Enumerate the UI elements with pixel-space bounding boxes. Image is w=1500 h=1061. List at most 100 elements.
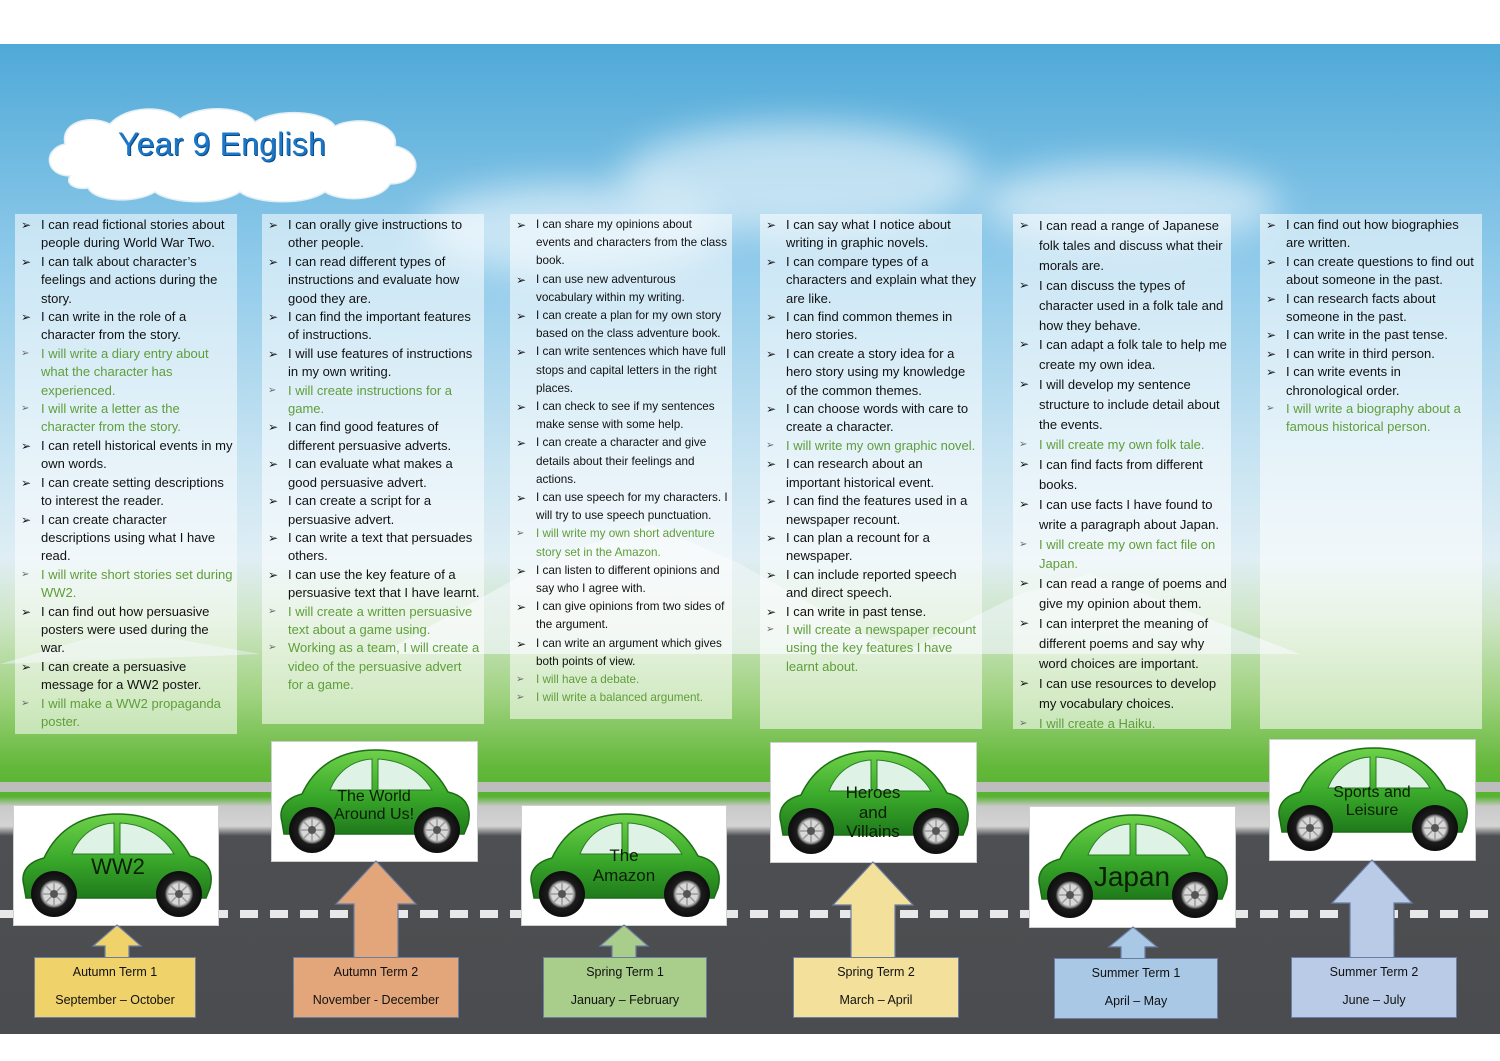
objective-item: I can choose words with care to create a…: [766, 400, 978, 437]
term-box: Autumn Term 2 November - December: [293, 957, 459, 1018]
column-summer-2: I can find out how biographies are writt…: [1260, 214, 1482, 729]
objective-item: I can read different types of instructio…: [268, 253, 480, 308]
objective-item: I can create a script for a persuasive a…: [268, 492, 480, 529]
outcome-item: I will make a WW2 propaganda poster.: [21, 695, 233, 732]
objective-item: I can orally give instructions to other …: [268, 216, 480, 253]
objective-item: I can listen to different opinions and s…: [516, 562, 728, 598]
outcome-item: Working as a team, I will create a video…: [268, 639, 480, 694]
topic-label: Japan: [1093, 861, 1171, 892]
objective-item: I can write events in chronological orde…: [1266, 363, 1478, 400]
objectives-list: I can read fictional stories about peopl…: [21, 216, 233, 731]
objective-item: I can write in third person.: [1266, 345, 1478, 364]
objective-item: I can compare types of a characters and …: [766, 253, 978, 308]
up-arrow-icon: [1107, 926, 1159, 964]
page-title: Year 9 English: [118, 126, 326, 162]
outcome-item: I will write a diary entry about what th…: [21, 345, 233, 400]
topic-label: The Amazon: [592, 846, 656, 885]
term-months: April – May: [1104, 994, 1168, 1008]
objective-item: I can create questions to find out about…: [1266, 253, 1478, 290]
term-months: November - December: [312, 993, 440, 1007]
objective-item: I will develop my sentence structure to …: [1019, 375, 1227, 435]
outcome-item: I will create my own folk tale.: [1019, 435, 1227, 455]
objective-item: I can write in the past tense.: [1266, 326, 1478, 345]
term-months: January – February: [570, 993, 680, 1007]
outcome-item: I will create a newspaper recount using …: [766, 621, 978, 676]
term-name: Autumn Term 1: [72, 965, 158, 979]
objective-item: I can find the features used in a newspa…: [766, 492, 978, 529]
objective-item: I can share my opinions about events and…: [516, 216, 728, 271]
objective-item: I can talk about character’s feelings an…: [21, 253, 233, 308]
topic-label: Sports and Leisure: [1333, 784, 1411, 820]
objective-item: I can interpret the meaning of different…: [1019, 614, 1227, 674]
outcome-item: I will write my own short adventure stor…: [516, 525, 728, 561]
road-lane-markings: [0, 910, 1500, 918]
objective-item: I can use facts I have found to write a …: [1019, 495, 1227, 535]
objective-item: I can create a character and give detail…: [516, 434, 728, 489]
topic-car-card: The World Around Us!: [271, 741, 478, 862]
objective-item: I can find good features of different pe…: [268, 418, 480, 455]
objective-item: I can read fictional stories about peopl…: [21, 216, 233, 253]
topic-car-card: Sports and Leisure: [1269, 739, 1476, 861]
road-curb: [0, 782, 1500, 792]
outcome-item: I will write a letter as the character f…: [21, 400, 233, 437]
poster-background: Year 9 English I can read fictional stor…: [0, 44, 1500, 1034]
up-arrow-icon: [1330, 859, 1414, 964]
objectives-list: I can say what I notice about writing in…: [766, 216, 978, 676]
up-arrow-icon: [91, 924, 143, 964]
term-name: Spring Term 1: [586, 965, 664, 979]
term-name: Summer Term 1: [1091, 966, 1181, 980]
term-months: March – April: [839, 993, 913, 1007]
term-name: Autumn Term 2: [333, 965, 419, 979]
term-name: Summer Term 2: [1329, 965, 1419, 979]
objectives-list: I can orally give instructions to other …: [268, 216, 480, 695]
outcome-item: I will write a biography about a famous …: [1266, 400, 1478, 437]
objective-item: I can create a persuasive message for a …: [21, 658, 233, 695]
objective-item: I can write in past tense.: [766, 603, 978, 622]
title-cloud: Year 9 English: [40, 104, 430, 204]
objective-item: I can include reported speech and direct…: [766, 566, 978, 603]
outcome-item: I will create a Haiku.: [1019, 714, 1227, 734]
objectives-list: I can find out how biographies are writt…: [1266, 216, 1478, 437]
objective-item: I can give opinions from two sides of th…: [516, 598, 728, 634]
up-arrow-icon: [831, 861, 915, 964]
objectives-list: I can read a range of Japanese folk tale…: [1019, 216, 1227, 734]
term-box: Spring Term 2 March – April: [793, 957, 959, 1018]
objective-item: I can find out how persuasive posters we…: [21, 603, 233, 658]
topic-car-card: The Amazon: [521, 805, 727, 926]
term-name: Spring Term 2: [837, 965, 915, 979]
up-arrow-icon: [334, 860, 418, 964]
objective-item: I can adapt a folk tale to help me creat…: [1019, 335, 1227, 375]
objective-item: I can research facts about someone in th…: [1266, 290, 1478, 327]
objective-item: I can write sentences which have full st…: [516, 343, 728, 398]
outcome-item: I will write a balanced argument.: [516, 689, 728, 707]
objective-item: I can create character descriptions usin…: [21, 511, 233, 566]
topic-label: The World Around Us!: [333, 788, 415, 824]
objective-item: I can create a story idea for a hero sto…: [766, 345, 978, 400]
outcome-item: I will create my own fact file on Japan.: [1019, 535, 1227, 575]
objective-item: I can evaluate what makes a good persuas…: [268, 455, 480, 492]
objective-item: I can find out how biographies are writt…: [1266, 216, 1478, 253]
objective-item: I can create setting descriptions to int…: [21, 474, 233, 511]
column-spring-2: I can say what I notice about writing in…: [760, 214, 982, 729]
term-box: Autumn Term 1 September – October: [34, 957, 196, 1018]
term-box: Summer Term 1 April – May: [1054, 958, 1218, 1019]
objective-item: I can say what I notice about writing in…: [766, 216, 978, 253]
objectives-list: I can share my opinions about events and…: [516, 216, 728, 708]
term-months: September – October: [55, 993, 175, 1007]
objective-item: I can discuss the types of character use…: [1019, 276, 1227, 336]
objective-item: I can find common themes in hero stories…: [766, 308, 978, 345]
objective-item: I can find facts from different books.: [1019, 455, 1227, 495]
objective-item: I can read a range of Japanese folk tale…: [1019, 216, 1227, 276]
objective-item: I can write in the role of a character f…: [21, 308, 233, 345]
objective-item: I can check to see if my sentences make …: [516, 398, 728, 434]
term-box: Spring Term 1 January – February: [543, 957, 707, 1018]
objective-item: I can write an argument which gives both…: [516, 635, 728, 671]
outcome-item: I will create a written persuasive text …: [268, 603, 480, 640]
topic-car-card: Heroes and Villains: [770, 742, 977, 863]
objective-item: I can plan a recount for a newspaper.: [766, 529, 978, 566]
up-arrow-icon: [598, 924, 650, 964]
objective-item: I can read a range of poems and give my …: [1019, 574, 1227, 614]
objective-item: I can use speech for my characters. I wi…: [516, 489, 728, 525]
column-summer-1: I can read a range of Japanese folk tale…: [1013, 214, 1231, 733]
